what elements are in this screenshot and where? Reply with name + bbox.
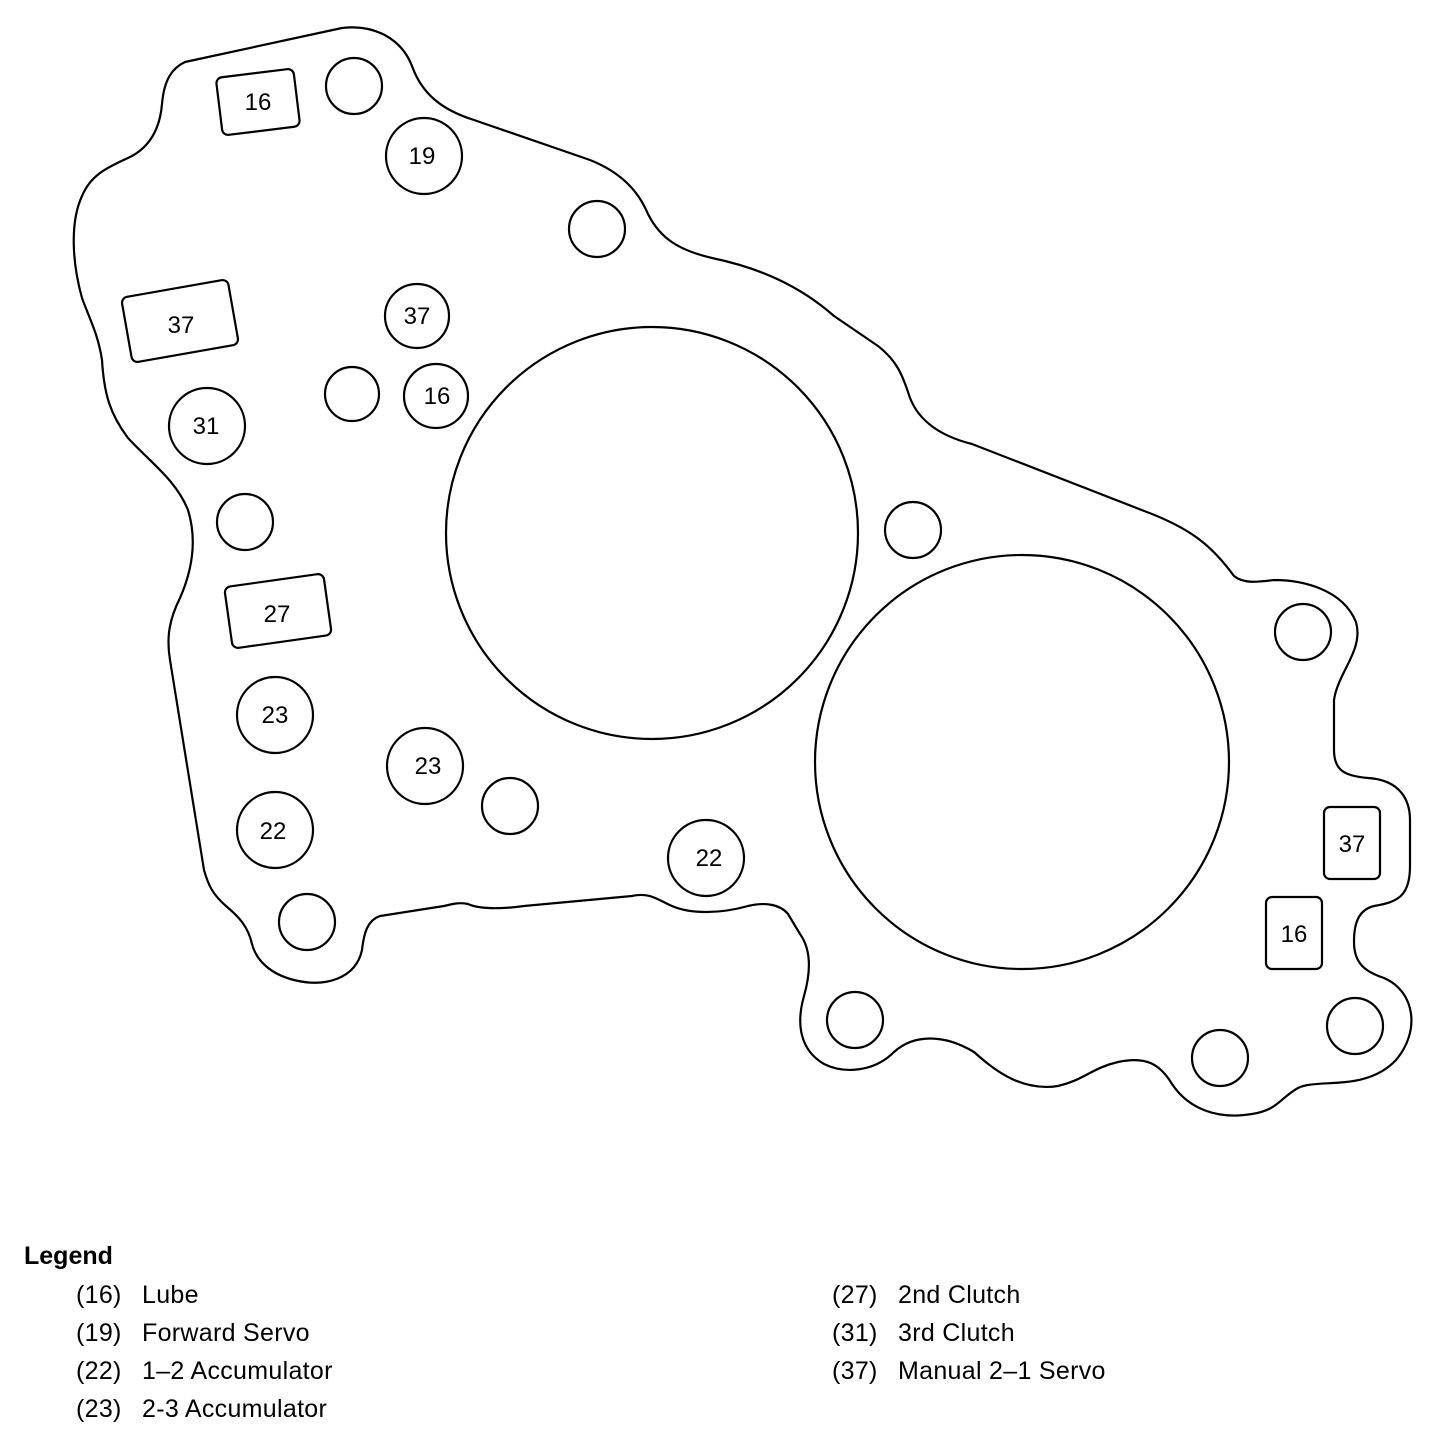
svg-text:22: 22 xyxy=(696,845,723,872)
bolt-hole xyxy=(1273,602,1333,662)
legend-item-number: (19) xyxy=(76,1319,122,1347)
legend-column-left: (16) Lube (19) Forward Servo (22) 1–2 Accum… xyxy=(76,1276,333,1428)
svg-text:16: 16 xyxy=(1281,921,1308,948)
bolt-hole xyxy=(883,500,943,560)
bolt-hole xyxy=(825,990,885,1050)
bolt-hole xyxy=(277,892,337,952)
legend: Legend (16) Lube (19) Forward Servo (22) 1–… xyxy=(24,1242,1424,1432)
bolt-hole xyxy=(215,492,275,552)
svg-text:37: 37 xyxy=(168,312,195,339)
legend-item-number: (31) xyxy=(832,1319,878,1347)
svg-text:16: 16 xyxy=(424,383,451,410)
bolt-hole xyxy=(324,56,384,116)
port-16-circle: 16 xyxy=(402,362,470,430)
legend-item-label: 2-3 Accumulator xyxy=(142,1395,328,1423)
port-23-circle-left: 23 xyxy=(235,675,315,755)
bolt-hole xyxy=(1190,1028,1250,1088)
legend-item-number: (16) xyxy=(76,1281,122,1309)
port-19-circle: 19 xyxy=(384,116,464,196)
svg-text:19: 19 xyxy=(409,143,436,170)
legend-item: (19) Forward Servo xyxy=(76,1314,333,1352)
bolt-hole xyxy=(567,199,627,259)
large-bore-lower xyxy=(813,553,1231,971)
port-22-circle-left: 22 xyxy=(235,790,315,870)
legend-item: (37) Manual 2–1 Servo xyxy=(832,1352,1106,1390)
port-16-rect-right: 16 xyxy=(1264,895,1324,971)
svg-text:27: 27 xyxy=(264,601,291,628)
legend-item-label: 1–2 Accumulator xyxy=(142,1357,333,1385)
port-23-circle-mid: 23 xyxy=(385,726,465,806)
svg-text:31: 31 xyxy=(193,413,220,440)
bolt-hole xyxy=(1325,996,1385,1056)
large-bore-upper xyxy=(444,325,860,741)
legend-column-right: (27) 2nd Clutch (31) 3rd Clutch (37) Manual… xyxy=(832,1276,1106,1390)
legend-item-number: (27) xyxy=(832,1281,878,1309)
legend-item-label: 2nd Clutch xyxy=(898,1281,1021,1309)
legend-item-label: Manual 2–1 Servo xyxy=(898,1357,1106,1385)
svg-text:22: 22 xyxy=(260,818,287,845)
port-37-circle: 37 xyxy=(383,282,451,350)
svg-text:23: 23 xyxy=(262,702,289,729)
svg-text:16: 16 xyxy=(245,89,272,116)
legend-item-label: Lube xyxy=(142,1281,199,1309)
legend-item-number: (22) xyxy=(76,1357,122,1385)
gasket-outline xyxy=(72,26,1413,1117)
port-31-circle: 31 xyxy=(167,386,247,466)
svg-text:37: 37 xyxy=(404,303,431,330)
legend-item: (16) Lube xyxy=(76,1276,333,1314)
legend-title: Legend xyxy=(24,1242,113,1270)
port-22-circle-mid: 22 xyxy=(666,818,746,898)
legend-item-label: 3rd Clutch xyxy=(898,1319,1015,1347)
bolt-hole xyxy=(323,365,381,423)
legend-item-number: (23) xyxy=(76,1395,122,1423)
port-16-rect-top: 16 xyxy=(215,68,301,136)
bolt-hole xyxy=(480,776,540,836)
port-37-rect-right: 37 xyxy=(1322,805,1382,881)
legend-item-label: Forward Servo xyxy=(142,1319,310,1347)
legend-item: (23) 2-3 Accumulator xyxy=(76,1390,333,1428)
svg-text:37: 37 xyxy=(1339,831,1366,858)
legend-item: (27) 2nd Clutch xyxy=(832,1276,1106,1314)
port-37-rect-left: 37 xyxy=(120,278,240,364)
legend-item: (31) 3rd Clutch xyxy=(832,1314,1106,1352)
legend-item: (22) 1–2 Accumulator xyxy=(76,1352,333,1390)
port-27-rect: 27 xyxy=(223,573,333,649)
gasket-diagram: 16 19 37 37 16 31 27 23 23 22 22 37 xyxy=(72,26,1413,1117)
svg-text:23: 23 xyxy=(415,753,442,780)
legend-item-number: (37) xyxy=(832,1357,878,1385)
